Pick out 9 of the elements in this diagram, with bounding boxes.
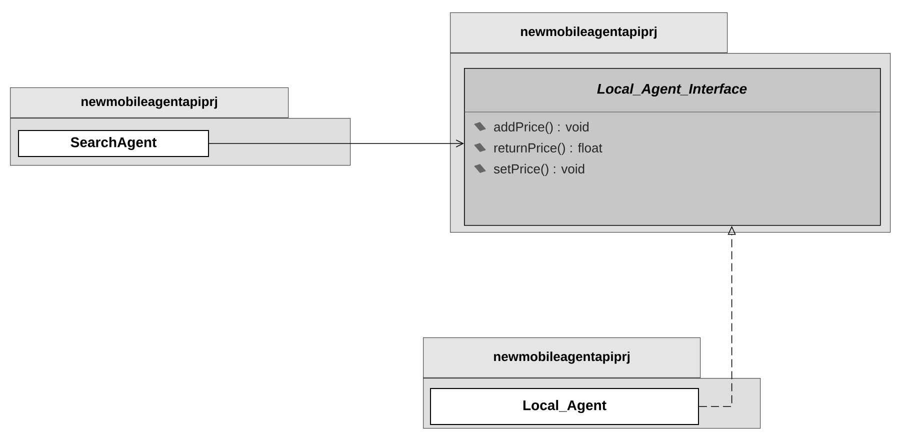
class-box: SearchAgent	[18, 130, 209, 157]
class-box: Local_Agent	[430, 388, 699, 425]
method-text: setPrice() : void	[494, 164, 584, 176]
node-label: newmobileagentapiprj	[82, 96, 218, 109]
method-text: addPrice() : void	[494, 122, 589, 134]
node-label: newmobileagentapiprj	[494, 352, 630, 364]
node-label: newmobileagentapiprj	[521, 26, 657, 39]
method-text: returnPrice() : float	[494, 142, 602, 156]
association-arrow	[208, 140, 464, 148]
